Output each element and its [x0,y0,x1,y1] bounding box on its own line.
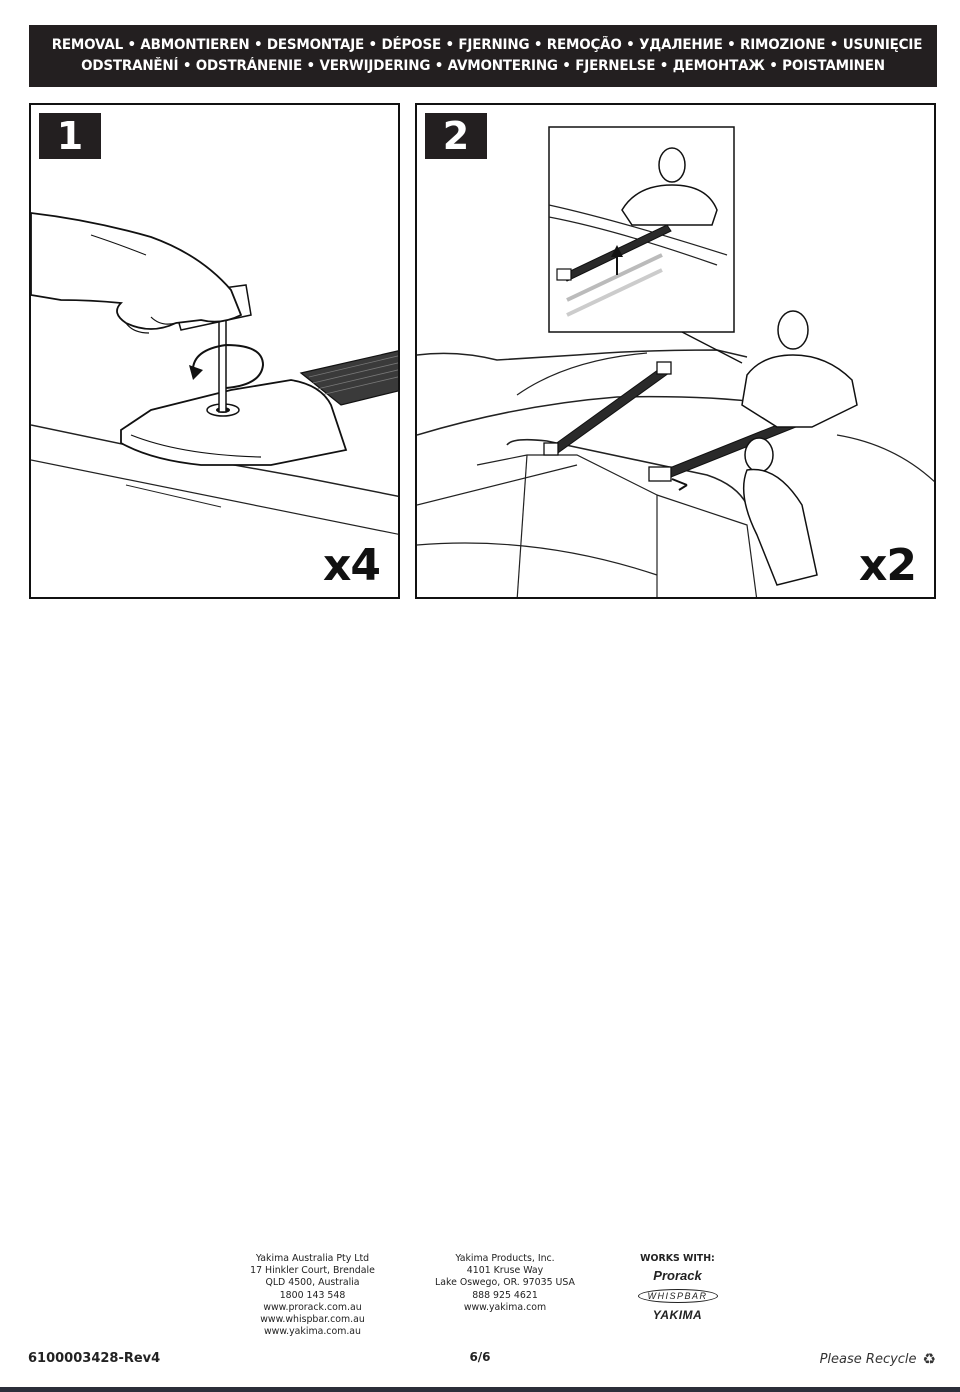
website-link[interactable]: www.yakima.com.au [264,1326,361,1338]
step-2-panel: 2 x2 [415,103,936,599]
step-1-illustration [31,212,398,535]
website-link[interactable]: www.yakima.com [463,1301,547,1313]
yakima-logo: YAKIMA [652,1308,703,1322]
bottom-strip [0,1387,960,1392]
phone-number: 888 925 4621 [472,1289,538,1301]
removal-banner: REMOVAL • ABMONTIEREN • DESMONTAJE • DÉP… [29,25,937,87]
banner-line-2: ODSTRANĚNÍ • ODSTRÁNENIE • VERWIJDERING … [81,58,885,74]
footer-address-usa: Yakima Products, Inc. 4101 Kruse Way Lak… [430,1253,580,1314]
works-with-title: WORKS WITH: [640,1253,715,1264]
recycle-notice: Please Recycle ♻ [820,1350,936,1368]
step-2-multiplier: x2 [859,540,917,591]
document-number: 6100003428-Rev4 [28,1351,161,1366]
website-link[interactable]: www.whispbar.com.au [260,1314,365,1326]
address-line: Lake Oswego, OR. 97035 USA [435,1277,575,1289]
step-2-number: 2 [425,113,487,159]
banner-line-1: REMOVAL • ABMONTIEREN • DESMONTAJE • DÉP… [51,37,923,53]
footer-address-australia: Yakima Australia Pty Ltd 17 Hinkler Cour… [245,1253,380,1338]
recycle-icon: ♻ [922,1350,936,1368]
website-link[interactable]: www.prorack.com.au [263,1301,362,1313]
address-line: 17 Hinkler Court, Brendale [250,1265,375,1277]
address-line: 4101 Kruse Way [466,1265,544,1277]
address-line: Yakima Australia Pty Ltd [255,1253,370,1264]
prorack-logo: Prorack [653,1268,702,1283]
whispbar-logo: WHISPBAR [637,1289,718,1303]
step-2-illustration [417,126,934,597]
works-with-block: WORKS WITH: Prorack WHISPBAR YAKIMA [620,1253,735,1322]
step-1-number: 1 [39,113,101,159]
step-1-multiplier: x4 [323,540,381,591]
address-line: Yakima Products, Inc. [455,1253,555,1264]
phone-number: 1800 143 548 [279,1289,346,1301]
address-line: QLD 4500, Australia [265,1277,360,1289]
recycle-label: Please Recycle [819,1351,917,1367]
step-1-panel: 1 x4 [29,103,400,599]
page-number: 6/6 [469,1350,491,1364]
